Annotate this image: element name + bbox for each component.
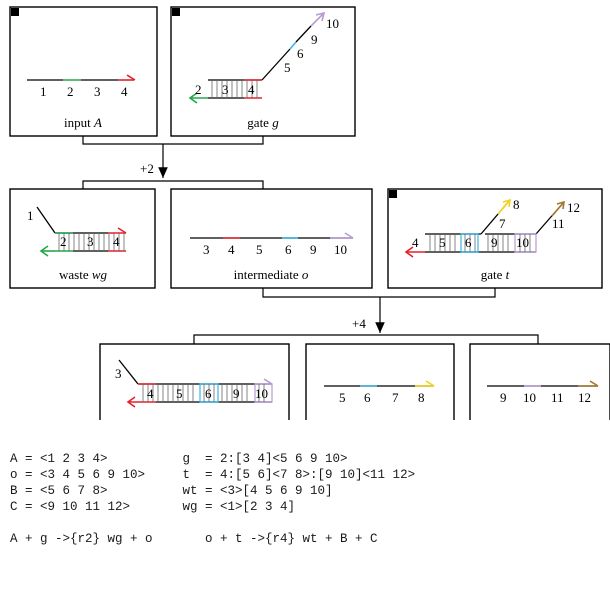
seed-marker: [172, 8, 180, 16]
reaction-line: A + g ->{r2} wg + o o + t ->{r4} wt + B …: [10, 532, 378, 546]
species-caption: intermediate o: [234, 267, 309, 282]
species-intermediate-o: 3 4 5 6 9 10 intermediate o: [170, 188, 373, 289]
species-waste-wg: 1 2 3 4 waste wg: [9, 188, 156, 289]
domain-label: 8: [418, 390, 425, 405]
domain-label: 4: [113, 234, 120, 249]
flow-connector-r2: +2: [82, 136, 264, 189]
domain-label: 10: [523, 390, 536, 405]
domain-label: 1: [27, 208, 34, 223]
domain-label: 6: [285, 242, 292, 257]
species-gate-g: 5 6 9 10 2 3 4 gate g: [170, 6, 356, 137]
domain-label: 3: [94, 84, 101, 99]
domain-label: 10: [334, 242, 347, 257]
species-caption: input A: [64, 115, 102, 130]
domain-label: 4: [121, 84, 128, 99]
domain-label: 12: [578, 390, 591, 405]
domain-label: 9: [233, 386, 240, 401]
rate-label-r4: +4: [352, 316, 366, 331]
domain-label: 10: [326, 16, 339, 31]
domain-label: 3: [115, 366, 122, 381]
species-caption: waste wg: [59, 267, 108, 282]
species-waste-wt: 3 4 5 6 9 10 waste wt: [99, 343, 290, 420]
domain-label: 10: [255, 386, 268, 401]
domain-label: 5: [176, 386, 183, 401]
domain-label: 3: [203, 242, 210, 257]
domain-label: 9: [310, 242, 317, 257]
domain-label: 4: [228, 242, 235, 257]
domain-label: 6: [364, 390, 371, 405]
definition-line: o = <3 4 5 6 9 10> t = 4:[5 6]<7 8>:[9 1…: [10, 468, 416, 482]
definition-line: C = <9 10 11 12> wg = <1>[2 3 4]: [10, 500, 296, 514]
domain-label: 4: [248, 82, 255, 97]
domain-label: 5: [339, 390, 346, 405]
domain-label: 6: [205, 386, 212, 401]
domain-label: 3: [87, 234, 94, 249]
domain-label: 2: [195, 82, 202, 97]
domain-label: 12: [567, 200, 580, 215]
species-definitions: A = <1 2 3 4> g = 2:[3 4]<5 6 9 10> o = …: [10, 451, 415, 547]
domain-label: 4: [412, 235, 419, 250]
species-output-b: 5 6 7 8 output B: [305, 343, 455, 420]
domain-label: 2: [60, 234, 67, 249]
flow-connector-r4: +4: [193, 288, 539, 344]
domain-label: 4: [147, 386, 154, 401]
domain-label: 10: [516, 235, 529, 250]
rate-label-r2: +2: [140, 161, 154, 176]
domain-label: 7: [392, 390, 399, 405]
domain-label: 9: [491, 235, 498, 250]
reaction-diagram: +2 +4 1 2 3 4 input A: [9, 6, 610, 420]
seed-marker: [11, 8, 19, 16]
species-gate-t: 7 8 11 12 4 5 6 9 10 gate t: [387, 188, 603, 289]
domain-label: 6: [297, 46, 304, 61]
definition-line: A = <1 2 3 4> g = 2:[3 4]<5 6 9 10>: [10, 452, 348, 466]
domain-label: 3: [222, 82, 229, 97]
species-caption: gate g: [247, 115, 279, 130]
definition-line: B = <5 6 7 8> wt = <3>[4 5 6 9 10]: [10, 484, 333, 498]
domain-label: 5: [439, 235, 446, 250]
domain-label: 11: [551, 390, 564, 405]
species-output-c: 9 10 11 12 output C: [469, 343, 610, 420]
domain-label: 2: [67, 84, 74, 99]
domain-label: 6: [465, 235, 472, 250]
domain-label: 5: [284, 60, 291, 75]
species-input-a: 1 2 3 4 input A: [9, 6, 158, 137]
species-caption: gate t: [481, 267, 510, 282]
domain-label: 1: [40, 84, 47, 99]
domain-label: 7: [499, 216, 506, 231]
seed-marker: [389, 190, 397, 198]
domain-label: 11: [552, 216, 565, 231]
domain-label: 5: [256, 242, 263, 257]
domain-label: 9: [500, 390, 507, 405]
domain-label: 9: [311, 32, 318, 47]
domain-label: 8: [513, 197, 520, 212]
